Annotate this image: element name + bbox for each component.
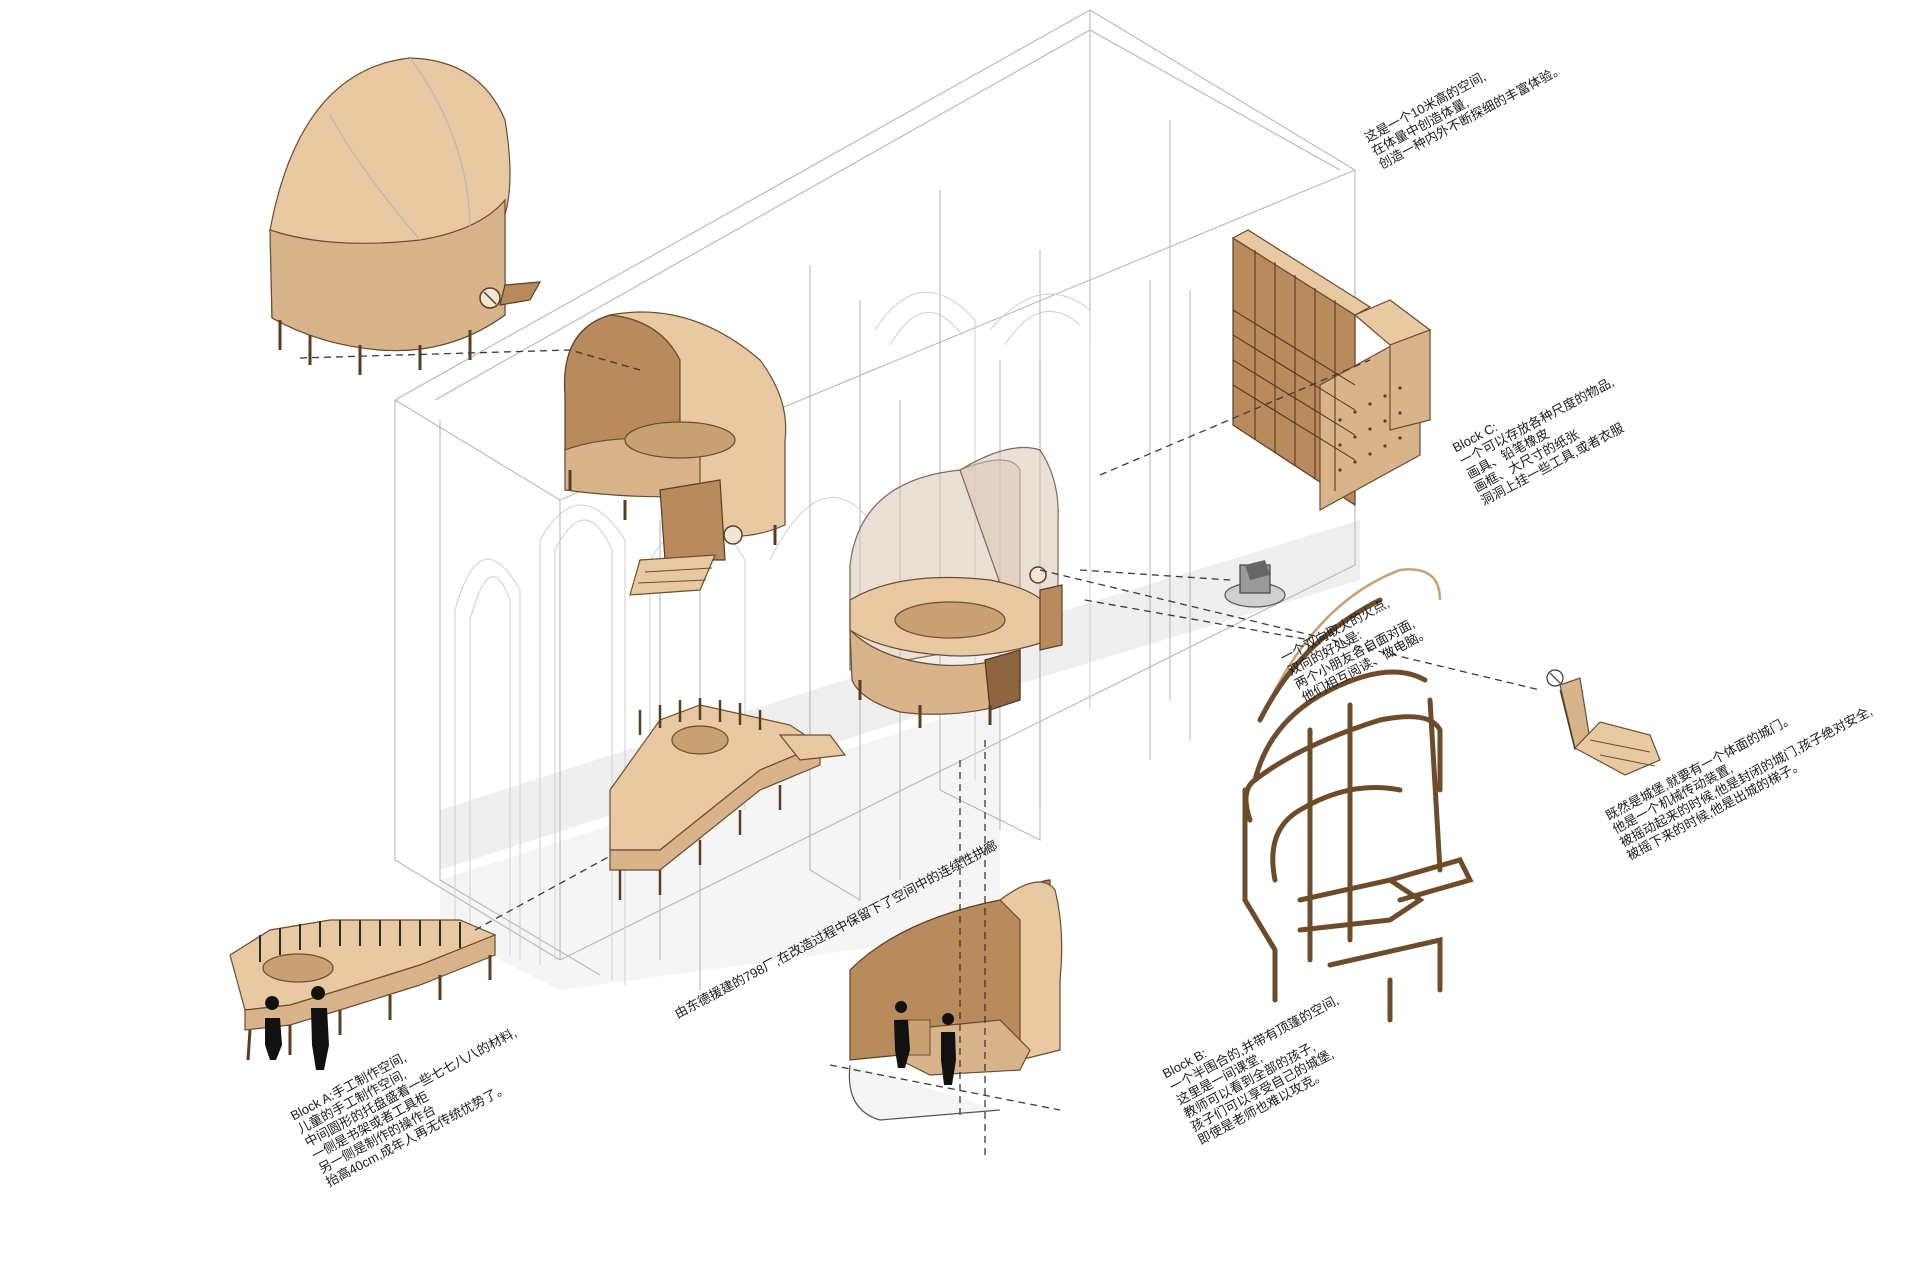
pod-open bbox=[563, 311, 787, 596]
stove bbox=[1224, 560, 1286, 608]
shelving-unit bbox=[1231, 229, 1432, 512]
workbench-small bbox=[609, 698, 847, 900]
leader-lines bbox=[299, 349, 1541, 1160]
classroom-section bbox=[848, 879, 1063, 1121]
pod-closed bbox=[269, 57, 542, 375]
building-wireframe bbox=[394, 9, 1360, 990]
timber-frame bbox=[1242, 568, 1474, 1023]
drawbridge-door bbox=[1546, 669, 1661, 776]
pod-translucent bbox=[849, 446, 1063, 728]
workbench-large bbox=[229, 919, 497, 1070]
